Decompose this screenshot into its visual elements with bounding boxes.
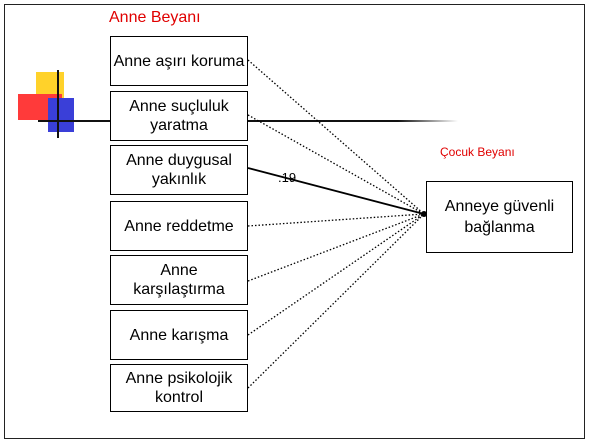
- box-anne-duygusal-yakinlik: Anne duygusal yakınlık: [110, 145, 248, 195]
- path-arrow-4: [247, 213, 425, 282]
- box-anneye-guvenli-baglanma: Anneye güvenli bağlanma: [426, 181, 573, 253]
- path-arrow-0: [247, 59, 425, 215]
- mother-report-title: Anne Beyanı: [109, 9, 201, 26]
- box-anne-karsilastirma: Anne karşılaştırma: [110, 255, 248, 305]
- child-report-title: Çocuk Beyanı: [440, 145, 515, 159]
- box-anne-karisma: Anne karışma: [110, 310, 248, 360]
- path-arrow-6: [247, 213, 425, 389]
- decorative-blue-square: [48, 98, 74, 132]
- decorative-line-fade: [398, 120, 458, 122]
- path-arrow-1: [247, 114, 425, 215]
- box-anne-asiri-koruma: Anne aşırı koruma: [110, 36, 248, 86]
- box-anne-sucluluk-yaratma: Anne suçluluk yaratma: [110, 91, 248, 141]
- box-anne-psikolojik-kontrol: Anne psikolojik kontrol: [110, 364, 248, 412]
- path-arrow-3: [247, 213, 425, 227]
- path-coefficient-label: .19: [278, 170, 297, 185]
- decorative-vertical-line: [57, 70, 59, 138]
- path-arrow-2: [247, 167, 425, 215]
- path-arrow-5: [247, 213, 425, 336]
- box-anne-reddetme: Anne reddetme: [110, 201, 248, 251]
- arrowhead-dot: [421, 211, 427, 217]
